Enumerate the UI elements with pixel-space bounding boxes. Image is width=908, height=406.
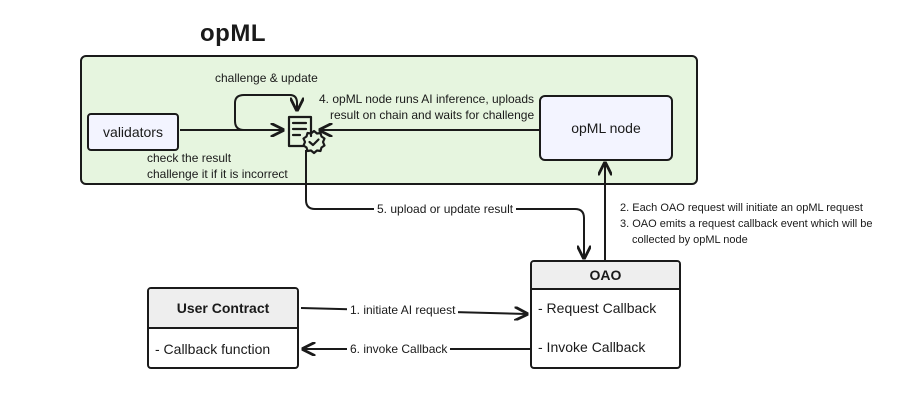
label-challenge-update: challenge & update — [215, 71, 318, 85]
verified-document-icon — [287, 115, 326, 155]
oao-row-invoke-callback: - Invoke Callback — [538, 339, 646, 355]
user-contract-title: User Contract — [149, 289, 297, 329]
oao-box: OAO - Request Callback - Invoke Callback — [530, 260, 681, 369]
validators-node: validators — [87, 113, 179, 151]
diagram-title: opML — [200, 20, 266, 47]
label-step5: 5. upload or update result — [374, 201, 517, 217]
label-step1: 1. initiate AI request — [347, 302, 459, 318]
oao-title: OAO — [532, 262, 679, 290]
edge-challenge-update-loop — [234, 94, 297, 131]
opml-node-label: opML node — [571, 120, 641, 136]
label-step2: 2. Each OAO request will initiate an opM… — [620, 202, 863, 214]
oao-row-request-callback: - Request Callback — [538, 300, 657, 316]
label-step3-line2: collected by opML node — [632, 234, 748, 246]
validators-label: validators — [103, 124, 163, 140]
label-check-line1: check the result — [147, 151, 232, 165]
label-step4-line2: result on chain and waits for challenge — [328, 107, 537, 123]
label-step6: 6. invoke Callback — [347, 341, 451, 357]
label-step3-line1: 3. OAO emits a request callback event wh… — [620, 218, 873, 230]
opml-node: opML node — [539, 95, 673, 161]
label-step4-line1: 4. opML node runs AI inference, uploads — [317, 91, 537, 107]
user-contract-row-callback: - Callback function — [155, 341, 271, 357]
label-check-line2: challenge it if it is incorrect — [147, 167, 288, 181]
user-contract-box: User Contract - Callback function — [147, 287, 299, 369]
